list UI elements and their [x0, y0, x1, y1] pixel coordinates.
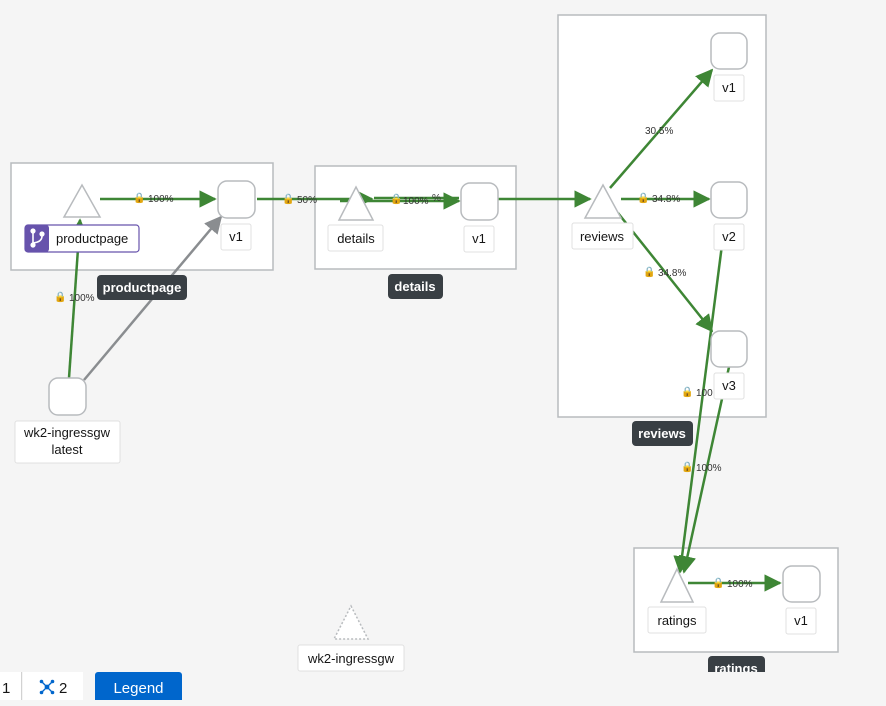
svg-text:100%: 100% — [727, 579, 753, 590]
svg-text:100%: 100% — [69, 293, 95, 304]
service-triangle-icon — [62, 183, 102, 218]
ratings-box-label[interactable]: ratings — [708, 656, 765, 672]
service-triangle-icon — [332, 604, 370, 640]
svg-text:latest: latest — [51, 442, 82, 457]
edge-label-details-to-v1: 🔒 100% % — [390, 193, 441, 207]
reviews-v2-node[interactable]: v2 — [710, 181, 748, 251]
productpage-service-node[interactable] — [62, 183, 102, 218]
productpage-app-badge[interactable]: productpage — [24, 224, 140, 253]
reviews-box-label[interactable]: reviews — [632, 421, 693, 446]
svg-text:100: 100 — [696, 388, 713, 399]
svg-text:v1: v1 — [794, 613, 808, 628]
node-count-indicator[interactable]: 2 — [23, 672, 83, 700]
svg-text:100%: 100% — [148, 194, 174, 205]
edge-label-v3-to-ratings: 🔒 100 — [681, 386, 713, 399]
lock-icon: 🔒 — [637, 192, 649, 204]
ingress-workload-node[interactable]: wk2-ingressgw latest — [14, 377, 121, 464]
reviews-v1-node[interactable]: v1 — [710, 32, 748, 102]
svg-text:50%: 50% — [297, 195, 317, 206]
details-v1-node[interactable]: v1 — [460, 182, 499, 253]
topology-icon — [39, 679, 55, 695]
svg-text:v1: v1 — [722, 80, 736, 95]
edge-label-ingress-to-productpage: 🔒 100% — [54, 291, 95, 304]
edge-v3-to-ratings[interactable] — [678, 366, 731, 574]
svg-text:34.8%: 34.8% — [652, 194, 680, 205]
graph-toolbar: 1 2 Legend — [0, 672, 886, 700]
node-count: 2 — [59, 680, 68, 697]
legend-button[interactable]: Legend — [95, 672, 182, 700]
lock-icon: 🔒 — [282, 193, 294, 205]
service-triangle-icon — [659, 567, 695, 603]
reviews-v3-node[interactable]: v3 — [710, 330, 748, 400]
edge-label-reviews-to-v1: 30.5% — [645, 126, 673, 137]
ratings-v1-node[interactable]: v1 — [782, 565, 821, 635]
svg-text:productpage: productpage — [56, 231, 128, 246]
productpage-v1-node[interactable]: v1 — [217, 180, 256, 251]
svg-text:ratings: ratings — [714, 661, 757, 672]
svg-text:100%: 100% — [696, 463, 722, 474]
ratings-service-node[interactable]: ratings — [647, 567, 707, 634]
productpage-box-label[interactable]: productpage — [97, 275, 187, 300]
service-graph: 🔒 100% 🔒 100% 🔒 50% 🔒 100% % 30.5% 🔒 34.… — [10, 14, 839, 672]
lock-icon: 🔒 — [54, 291, 66, 303]
edge-label-reviews-to-v2: 🔒 34.8% — [637, 192, 680, 205]
svg-text:100%: 100% — [403, 196, 429, 207]
svg-text:v1: v1 — [472, 231, 486, 246]
svg-text:34.8%: 34.8% — [658, 268, 686, 279]
details-box-label[interactable]: details — [388, 274, 443, 299]
svg-text:%: % — [432, 193, 441, 204]
ingress-service-node[interactable]: wk2-ingressgw — [297, 604, 405, 672]
lock-icon: 🔒 — [133, 192, 145, 204]
svg-text:details: details — [394, 279, 435, 294]
lock-icon: 🔒 — [390, 193, 402, 205]
edge-reviews-to-v1[interactable] — [609, 68, 714, 189]
svg-text:ratings: ratings — [657, 613, 697, 628]
svg-text:v1: v1 — [229, 229, 243, 244]
details-service-node[interactable]: details — [327, 185, 384, 252]
edge-label-ratings-to-v1: 🔒 100% — [712, 577, 753, 590]
svg-text:wk2-ingressgw: wk2-ingressgw — [23, 425, 111, 440]
edge-reviews-to-v3[interactable] — [617, 212, 714, 333]
svg-text:productpage: productpage — [103, 280, 182, 295]
page-number: 1 — [0, 672, 22, 700]
lock-icon: 🔒 — [681, 386, 693, 398]
lock-icon: 🔒 — [681, 461, 693, 473]
svg-text:details: details — [337, 231, 375, 246]
edge-label-productpage-v1-to-details: 🔒 50% — [282, 193, 317, 206]
svg-text:wk2-ingressgw: wk2-ingressgw — [307, 651, 395, 666]
edge-label-v2-to-ratings: 🔒 100% — [681, 461, 722, 474]
edge-v2-to-ratings[interactable] — [673, 236, 725, 574]
svg-text:reviews: reviews — [638, 426, 686, 441]
svg-text:reviews: reviews — [580, 229, 625, 244]
branch-icon — [30, 228, 45, 248]
svg-text:30.5%: 30.5% — [645, 126, 673, 137]
svg-text:v3: v3 — [722, 378, 736, 393]
service-triangle-icon — [337, 185, 375, 221]
service-triangle-icon — [583, 183, 623, 219]
lock-icon: 🔒 — [643, 266, 655, 278]
lock-icon: 🔒 — [712, 577, 724, 589]
svg-text:v2: v2 — [722, 229, 736, 244]
edge-label-reviews-to-v3: 🔒 34.8% — [643, 266, 686, 279]
reviews-service-node[interactable]: reviews — [571, 183, 634, 250]
edge-label-productpage-to-v1: 🔒 100% — [133, 192, 174, 205]
